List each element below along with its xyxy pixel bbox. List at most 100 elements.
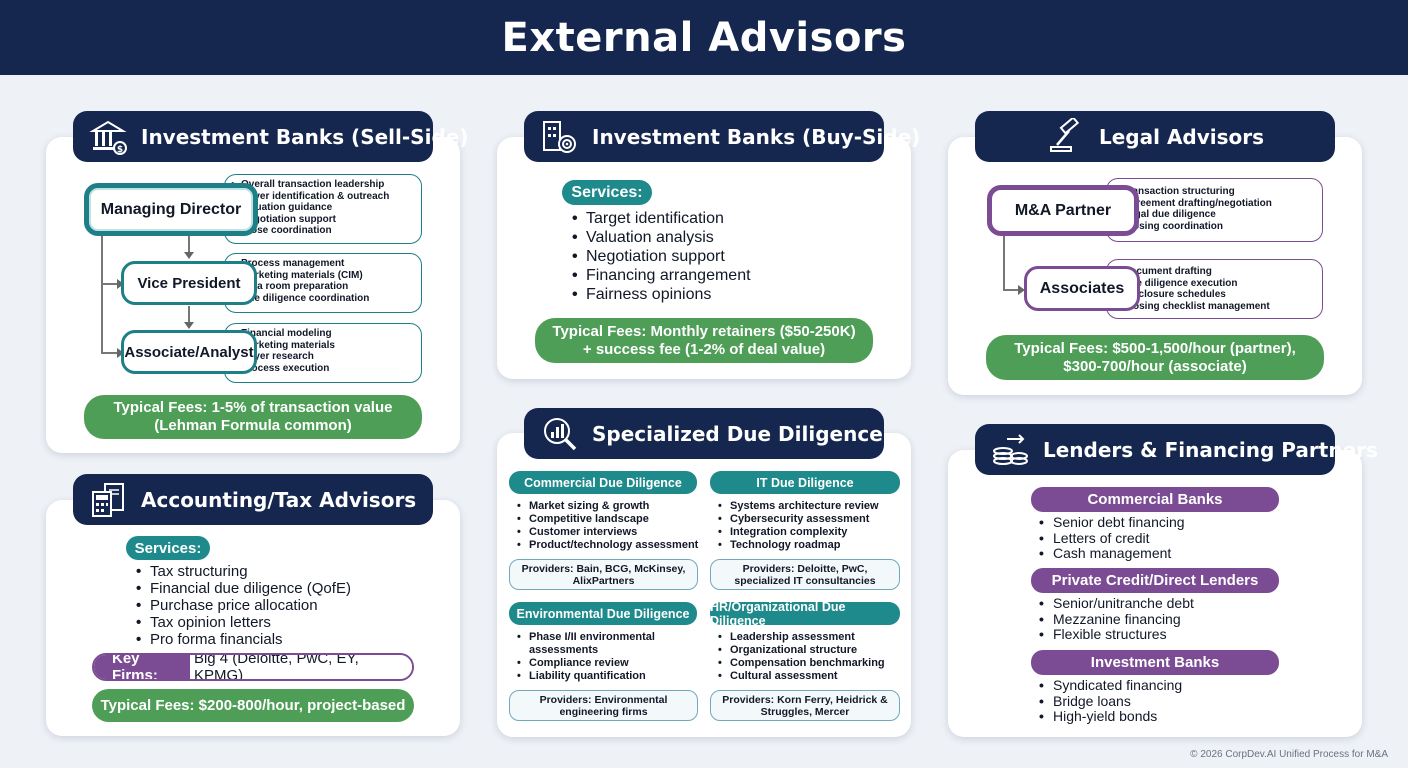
duty-item: Negotiation support: [231, 214, 415, 226]
dd-item: Compensation benchmarking: [718, 657, 885, 670]
building-target-icon: [538, 117, 582, 157]
accounting-services: Tax structuring Financial due diligence …: [136, 563, 351, 648]
duty-item: Close coordination: [231, 225, 415, 237]
investment-banks-list: Syndicated financing Bridge loans High-y…: [1039, 677, 1182, 725]
lender-item: High-yield bonds: [1039, 708, 1182, 725]
legal-header: Legal Advisors: [975, 111, 1335, 162]
associates-duties: Document drafting Due diligence executio…: [1106, 259, 1323, 319]
key-firms-value: Big 4 (Deloitte, PwC, EY, KPMG): [189, 655, 412, 679]
md-duties: Overall transaction leadership Buyer ide…: [224, 174, 422, 244]
sell-side-header: $ Investment Banks (Sell-Side): [73, 111, 468, 162]
associate-duties: Financial modeling Marketing materials B…: [224, 323, 422, 383]
role-ma-partner: M&A Partner: [987, 185, 1139, 236]
fee-line: Typical Fees: 1-5% of transaction value: [113, 399, 393, 416]
lender-item: Bridge loans: [1039, 693, 1182, 710]
duty-item: Transaction structuring: [1113, 186, 1316, 198]
duty-item: Due diligence execution: [1113, 278, 1316, 290]
lender-item: Senior/unitranche debt: [1039, 595, 1194, 612]
service-item: Valuation analysis: [572, 228, 751, 247]
service-item: Pro forma financials: [136, 631, 351, 648]
page-header: External Advisors: [0, 0, 1408, 75]
gavel-icon: [1045, 117, 1089, 157]
dd-item: Liability quantification: [517, 670, 697, 683]
buy-side-fees: Typical Fees: Monthly retainers ($50-250…: [535, 318, 873, 363]
connector-line: [1003, 289, 1020, 291]
it-dd-list: Systems architecture review Cybersecurit…: [718, 500, 879, 552]
lender-item: Senior debt financing: [1039, 514, 1185, 531]
service-item: Fairness opinions: [572, 285, 751, 304]
accounting-services-tag: Services:: [126, 536, 210, 560]
magnifier-chart-icon: [538, 414, 582, 454]
buy-side-title: Investment Banks (Buy-Side): [592, 124, 921, 149]
hr-dd-list: Leadership assessment Organizational str…: [718, 631, 885, 683]
duty-item: Process execution: [231, 363, 415, 375]
duty-item: Buyer research: [231, 351, 415, 363]
lenders-header: Lenders & Financing Partners: [975, 424, 1378, 475]
fee-line: (Lehman Formula common): [154, 417, 352, 434]
dd-item: Cultural assessment: [718, 670, 885, 683]
commercial-dd-header: Commercial Due Diligence: [509, 471, 697, 494]
legal-title: Legal Advisors: [1099, 124, 1265, 149]
role-managing-director: Managing Director: [84, 183, 258, 236]
connector-arrow: [1018, 285, 1025, 295]
vp-duties: Process management Marketing materials (…: [224, 253, 422, 313]
due-diligence-header: Specialized Due Diligence: [524, 408, 884, 459]
investment-banks-header: Investment Banks: [1031, 650, 1279, 675]
connector-line: [101, 283, 119, 285]
connector-line: [101, 226, 103, 354]
duty-item: Closing checklist management: [1113, 301, 1316, 313]
duty-item: Marketing materials (CIM): [231, 270, 415, 282]
buy-side-services: Target identification Valuation analysis…: [572, 209, 751, 304]
duty-item: Valuation guidance: [231, 202, 415, 214]
role-associates: Associates: [1024, 266, 1140, 311]
commercial-banks-header: Commercial Banks: [1031, 487, 1279, 512]
duty-item: Closing coordination: [1113, 221, 1316, 233]
role-associate-analyst: Associate/Analyst: [121, 330, 257, 374]
private-credit-list: Senior/unitranche debt Mezzanine financi…: [1039, 595, 1194, 643]
page-title: External Advisors: [501, 14, 907, 61]
svg-text:$: $: [117, 145, 123, 155]
key-firms-label: Key Firms:: [94, 655, 190, 679]
duty-item: Marketing materials: [231, 340, 415, 352]
fee-line: + success fee (1-2% of deal value): [582, 340, 826, 358]
dd-item: Competitive landscape: [517, 513, 698, 526]
dd-item: Systems architecture review: [718, 500, 879, 513]
dd-item: Product/technology assessment: [517, 539, 698, 552]
service-item: Financing arrangement: [572, 266, 751, 285]
calculator-document-icon: [87, 480, 131, 520]
service-item: Purchase price allocation: [136, 597, 351, 614]
dd-item: Technology roadmap: [718, 539, 879, 552]
fee-line: $300-700/hour (associate): [1063, 357, 1247, 375]
legal-fees: Typical Fees: $500-1,500/hour (partner),…: [986, 335, 1324, 380]
connector-arrow: [184, 252, 194, 259]
lender-item: Syndicated financing: [1039, 677, 1182, 694]
lender-item: Letters of credit: [1039, 530, 1185, 547]
dd-item: Customer interviews: [517, 526, 698, 539]
duty-item: Disclosure schedules: [1113, 289, 1316, 301]
dd-item: Organizational structure: [718, 644, 885, 657]
duty-item: Legal due diligence: [1113, 209, 1316, 221]
dd-item: Leadership assessment: [718, 631, 885, 644]
service-item: Tax structuring: [136, 563, 351, 580]
commercial-banks-list: Senior debt financing Letters of credit …: [1039, 514, 1185, 562]
fee-line: Typical Fees: $500-1,500/hour (partner),: [1014, 339, 1296, 357]
duty-item: Document drafting: [1113, 266, 1316, 278]
fee-line: Typical Fees: Monthly retainers ($50-250…: [552, 322, 856, 340]
bank-icon: $: [87, 117, 131, 157]
connector-line: [1003, 233, 1005, 291]
lenders-title: Lenders & Financing Partners: [1043, 437, 1378, 462]
it-dd-header: IT Due Diligence: [710, 471, 900, 494]
duty-item: Due diligence coordination: [231, 293, 415, 305]
connector-arrow: [117, 279, 124, 289]
connector-arrow: [184, 322, 194, 329]
hr-dd-providers: Providers: Korn Ferry, Heidrick & Strugg…: [710, 690, 900, 721]
role-vice-president: Vice President: [121, 261, 257, 305]
lender-item: Flexible structures: [1039, 626, 1194, 643]
footer-copyright: © 2026 CorpDev.AI Unified Process for M&…: [1190, 749, 1388, 760]
commercial-dd-providers: Providers: Bain, BCG, McKinsey, AlixPart…: [509, 559, 698, 590]
it-dd-providers: Providers: Deloitte, PwC, specialized IT…: [710, 559, 900, 590]
service-item: Financial due diligence (QofE): [136, 580, 351, 597]
key-firms-badge: Key Firms: Big 4 (Deloitte, PwC, EY, KPM…: [92, 653, 414, 681]
lender-item: Mezzanine financing: [1039, 611, 1194, 628]
commercial-dd-list: Market sizing & growth Competitive lands…: [517, 500, 698, 552]
